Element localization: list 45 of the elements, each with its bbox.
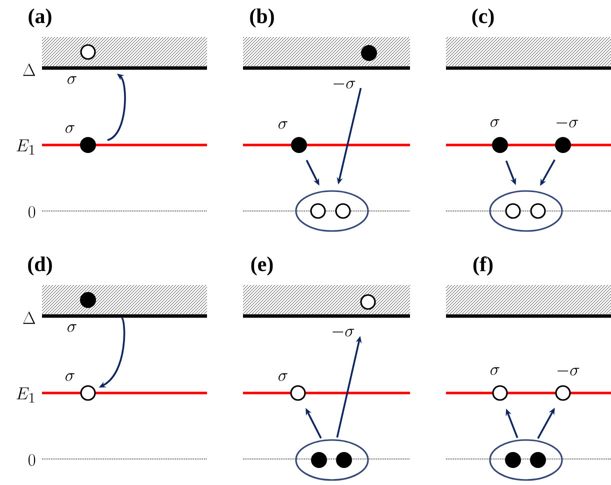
filled-circle — [530, 452, 546, 468]
level-label: $0$ — [28, 454, 36, 466]
open-circle — [360, 294, 376, 310]
level-label: $0$ — [28, 206, 36, 218]
arrow — [107, 74, 126, 141]
spin-label: $\sigma$ — [66, 373, 74, 381]
panel-label: (c) — [472, 8, 494, 28]
spin-label: $-\sigma$ — [556, 120, 578, 128]
filled-circle — [80, 137, 96, 153]
spin-label: $\sigma$ — [68, 76, 76, 84]
spin-label: $-\sigma$ — [332, 328, 354, 336]
filled-circle — [80, 292, 96, 308]
panel-label: (a) — [28, 8, 52, 28]
panel-label: (f) — [473, 256, 493, 276]
spin-label: $\sigma$ — [278, 373, 288, 381]
filled-circle — [505, 452, 521, 468]
open-circle — [335, 203, 351, 219]
filled-circle — [361, 45, 377, 61]
open-circle — [310, 203, 326, 219]
level-label: $\Delta$ — [23, 312, 36, 324]
open-circle — [505, 203, 521, 219]
filled-circle — [336, 452, 352, 468]
filled-circle — [555, 137, 571, 153]
spin-label: $-\sigma$ — [334, 80, 356, 88]
spin-label: $\sigma$ — [66, 125, 74, 133]
level-label: $\Delta$ — [23, 64, 36, 76]
filled-circle — [311, 452, 327, 468]
spin-label: $\sigma$ — [490, 367, 500, 375]
spin-label: $\sigma$ — [68, 324, 76, 332]
spin-label: $-\sigma$ — [558, 368, 580, 376]
spin-label: $\sigma$ — [278, 121, 288, 129]
panel-label: (b) — [250, 8, 274, 28]
filled-circle — [492, 137, 508, 153]
open-circle — [555, 385, 571, 401]
level-label: $E_1$ — [16, 139, 34, 155]
spin-label: $\sigma$ — [490, 119, 500, 127]
filled-circle — [291, 137, 307, 153]
open-circle — [80, 44, 96, 60]
open-circle — [530, 203, 546, 219]
open-circle — [492, 385, 508, 401]
open-circle — [80, 385, 96, 401]
panel-label: (d) — [28, 256, 52, 276]
panel-label: (e) — [251, 256, 273, 276]
level-label: $E_1$ — [16, 387, 34, 403]
open-circle — [290, 385, 306, 401]
